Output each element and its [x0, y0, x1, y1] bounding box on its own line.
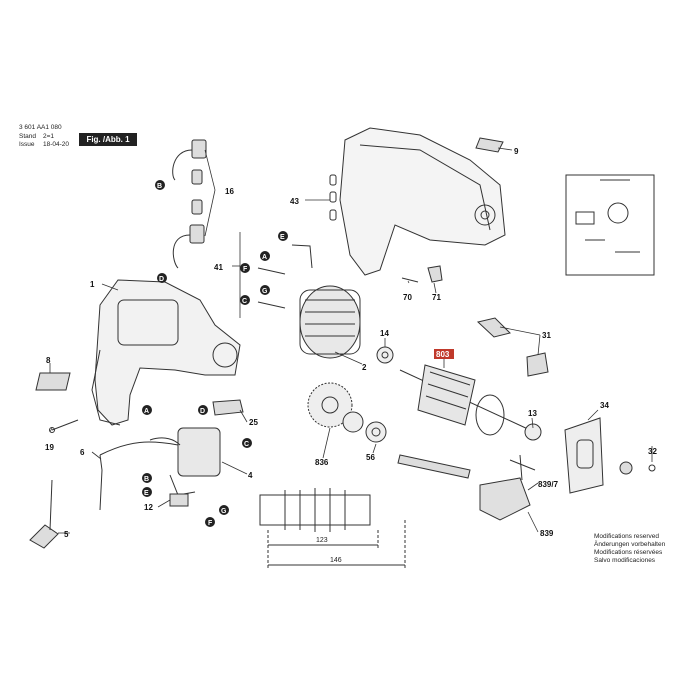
callout-839: 839 — [540, 529, 554, 538]
connector-d-upper: D — [157, 273, 167, 283]
part-25 — [212, 399, 244, 416]
switch — [149, 427, 221, 496]
callout-803: 803 — [436, 350, 450, 359]
part-plate-9 — [475, 137, 504, 153]
part-31 — [476, 317, 549, 377]
connector-e: E — [278, 231, 288, 241]
callout-5: 5 — [64, 530, 69, 539]
callout-13: 13 — [528, 409, 537, 418]
connector-b-lower: B — [142, 473, 152, 483]
modifications-line: Modifications réservées — [594, 549, 663, 556]
connector-d-lower: D — [198, 405, 208, 415]
svg-text:A: A — [144, 408, 149, 415]
connector-f: F — [240, 263, 250, 273]
svg-text:D: D — [200, 408, 205, 415]
stand-label: Stand — [19, 133, 36, 140]
callout-2: 2 — [362, 363, 367, 372]
svg-text:F: F — [243, 266, 248, 273]
drill-body — [91, 279, 241, 426]
svg-text:B: B — [144, 476, 149, 483]
callout-56: 56 — [366, 453, 375, 462]
callout-1: 1 — [90, 280, 95, 289]
callout-12: 12 — [144, 503, 153, 512]
modifications-note: Modifications reserved Änderungen vorbeh… — [594, 533, 665, 565]
callout-8: 8 — [46, 356, 51, 365]
callout-71: 71 — [432, 293, 441, 302]
svg-text:F: F — [208, 520, 213, 527]
svg-text:B: B — [157, 183, 162, 190]
callout-16: 16 — [225, 187, 234, 196]
armature-section-view — [259, 488, 406, 570]
bearing-14 — [376, 346, 394, 364]
callout-32: 32 — [648, 447, 657, 456]
svg-text:D: D — [159, 276, 164, 283]
dimension-123: 123 — [316, 537, 328, 544]
wiring-schematic — [565, 174, 655, 276]
callout-4: 4 — [248, 471, 253, 480]
dimension-146: 146 — [330, 557, 342, 564]
screw-70-clip-71 — [401, 265, 443, 283]
callout-leaders — [49, 147, 653, 534]
callout-41: 41 — [214, 263, 223, 272]
connector-c: C — [240, 295, 250, 305]
callout-839-7: 839/7 — [538, 480, 559, 489]
connector-a-lower: A — [142, 405, 152, 415]
callout-70: 70 — [403, 293, 412, 302]
modifications-line: Änderungen vorbehalten — [594, 541, 666, 548]
callout-14: 14 — [380, 329, 389, 338]
power-cable-plug — [29, 441, 179, 549]
connector-g: G — [260, 285, 270, 295]
part-number: 3 601 AA1 080 — [19, 124, 62, 131]
svg-text:E: E — [144, 490, 149, 497]
callout-25: 25 — [249, 418, 258, 427]
connector-e-lower: E — [142, 487, 152, 497]
highlight-callout-box — [434, 349, 454, 359]
connector-c-lower: C — [242, 438, 252, 448]
field-coil — [299, 285, 361, 359]
gear-assembly — [307, 382, 387, 443]
callout-19: 19 — [45, 443, 54, 452]
callout-9: 9 — [514, 147, 519, 156]
callout-836: 836 — [315, 458, 329, 467]
part-32 — [619, 461, 656, 475]
callout-34: 34 — [600, 401, 609, 410]
issue-value: 18-04-20 — [43, 141, 70, 148]
stand-value: 2=1 — [43, 133, 55, 140]
screw-19 — [49, 419, 79, 433]
svg-text:A: A — [262, 254, 267, 261]
svg-text:C: C — [242, 298, 247, 305]
callout-43: 43 — [290, 197, 299, 206]
figure-label: Fig. /Abb. 1 — [79, 133, 137, 146]
svg-text:E: E — [280, 234, 285, 241]
part-label-8 — [35, 372, 71, 391]
issue-label: Issue — [19, 141, 35, 148]
connector-g-lower: G — [219, 505, 229, 515]
svg-text:G: G — [262, 288, 268, 295]
svg-text:G: G — [221, 508, 227, 515]
modifications-line: Modifications reserved — [594, 533, 660, 540]
connector-a: A — [260, 251, 270, 261]
carbon-brushes — [172, 139, 207, 269]
screws-41 — [257, 244, 313, 309]
modifications-line: Salvo modificaciones — [594, 557, 656, 564]
part-34 — [564, 417, 604, 494]
part-12 — [169, 493, 189, 507]
callout-6: 6 — [80, 448, 85, 457]
connector-f-lower: F — [205, 517, 215, 527]
spindle — [397, 454, 471, 479]
housing-shell — [329, 127, 506, 276]
chuck — [479, 454, 536, 521]
svg-text:C: C — [244, 441, 249, 448]
armature — [399, 364, 542, 441]
callout-31: 31 — [542, 331, 551, 340]
connector-b-upper: B — [155, 180, 165, 190]
